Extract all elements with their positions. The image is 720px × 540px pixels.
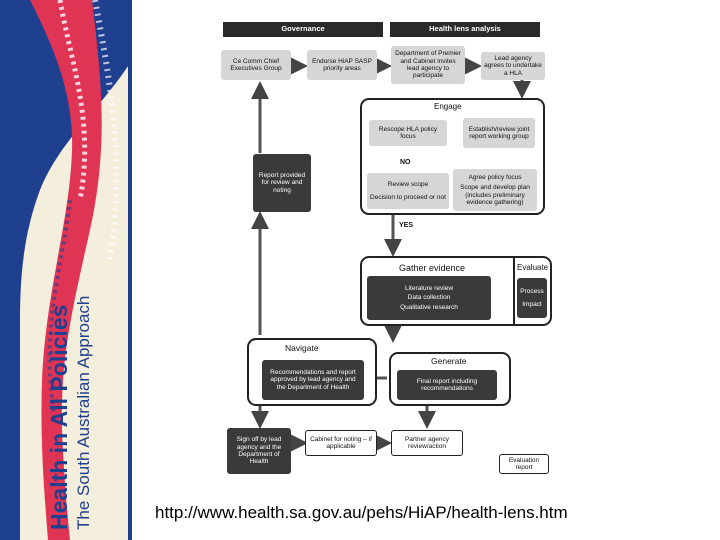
decision-text: Decision to proceed or not [370, 193, 446, 201]
gather-title: Gather evidence [399, 263, 466, 273]
report-review-box: Report provided for review and noting [253, 154, 311, 212]
rescope-box: Rescope HLA policy focus [369, 120, 447, 146]
yes-label: YES [399, 222, 414, 229]
agree-policy-text: Agree policy focus [468, 173, 522, 181]
policy-focus-box: Agree policy focus Scope and develop pla… [453, 169, 537, 211]
lead-agency-box: Lead agency agrees to undertake a HLA [481, 52, 545, 80]
scope-plan-text: Scope and develop plan (includes prelimi… [460, 184, 530, 206]
gather-evidence-box: Literature review Data collection Qualit… [367, 276, 491, 320]
gather-item: Literature review [404, 284, 454, 292]
evaluate-item: Impact [522, 301, 542, 308]
gather-item: Data collection [407, 294, 451, 302]
health-lens-header: Health lens analysis [390, 22, 540, 37]
evaluate-title: Evaluate [517, 263, 549, 272]
establish-box: Establish/review joint report working gr… [463, 118, 535, 148]
premier-cabinet-box: Department of Premier and Cabinet invite… [391, 46, 465, 84]
evaluate-box: Process Impact [517, 278, 547, 318]
flow-arrows [251, 57, 531, 452]
governance-header: Governance [223, 22, 383, 37]
endorse-box: Endorse HiAP SASP priority areas [307, 50, 377, 80]
decorative-ribbon-graphic [0, 0, 132, 540]
review-scope-text: Review scope [387, 181, 429, 189]
cabinet-box: Cabinet for noting – if applicable [305, 430, 377, 456]
source-url: http://www.health.sa.gov.au/pehs/HiAP/he… [155, 503, 568, 522]
navigate-box: Recommendations and report approved by l… [262, 360, 364, 400]
sidebar-title-block: Health in All Policies The South Austral… [46, 295, 93, 530]
gather-item: Qualitative research [400, 303, 458, 311]
sidebar-subtitle: The South Australian Approach [74, 295, 93, 530]
review-scope-box: Review scope Decision to proceed or not [367, 173, 449, 209]
engage-title: Engage [434, 102, 462, 111]
no-label: NO [400, 159, 411, 166]
evaluate-item: Process [520, 287, 544, 295]
gather-evaluate-divider [513, 258, 515, 324]
partner-agency-box: Partner agency review/action [391, 430, 463, 456]
generate-box: Final report including recommendations [397, 370, 497, 400]
generate-title: Generate [431, 356, 467, 366]
sidebar-title: Health in All Policies [46, 304, 72, 530]
health-lens-flow-diagram: Governance Health lens analysis Ce Comm … [217, 18, 552, 488]
sidebar-banner: Health in All Policies The South Austral… [0, 0, 132, 540]
evaluation-report-box: Evaluation report [499, 454, 549, 474]
navigate-title: Navigate [285, 343, 319, 353]
signoff-box: Sign off by lead agency and the Departme… [227, 428, 291, 474]
ceo-group-box: Ce Comm Chief Executives Group [221, 50, 291, 80]
